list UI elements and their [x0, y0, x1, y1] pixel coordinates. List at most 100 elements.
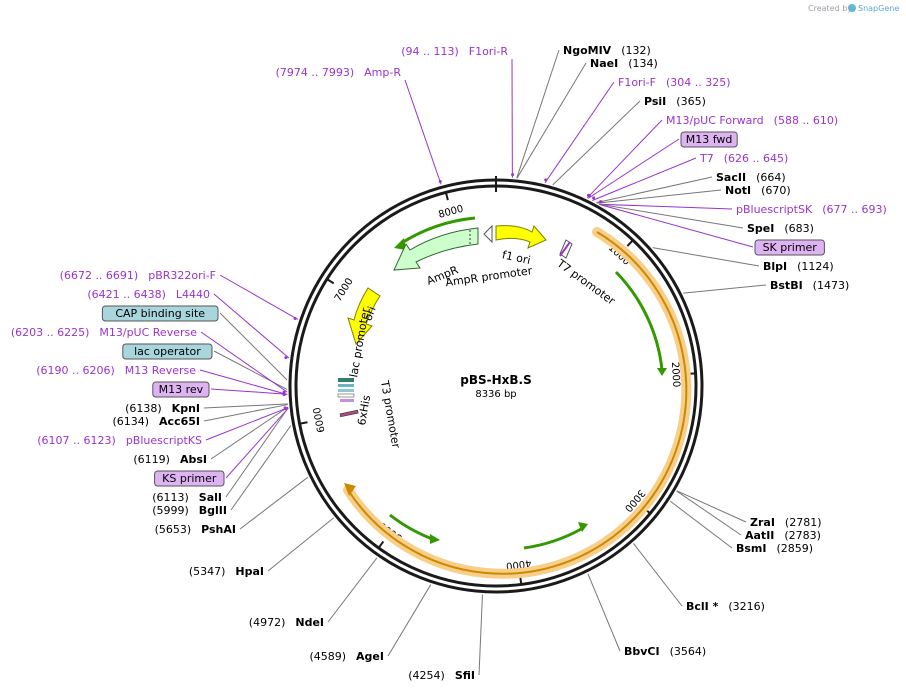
site-name: BstBI [770, 279, 803, 292]
watermark-prefix: Created by [808, 4, 852, 13]
site-position: (5999) [152, 504, 189, 517]
site-name: BclI * [686, 600, 719, 613]
site-label: (6672 .. 6691)pBR322ori-F [60, 269, 216, 282]
site-label: (6107 .. 6123) pBluescriptKS [37, 434, 202, 447]
site-name: PsiI [644, 95, 666, 108]
snapgene-watermark: Created by SnapGene [808, 4, 899, 13]
site-text: BsmI(2859) [736, 542, 813, 555]
leader-line [516, 62, 587, 179]
site-text: T7(626 .. 645) [699, 152, 788, 165]
site-position: (132) [621, 44, 651, 57]
site-name: L4440 [176, 288, 210, 301]
site-text: (6113)SalI [152, 491, 222, 504]
leader-line [633, 543, 683, 607]
leader-line [652, 247, 760, 267]
primer-site-mark [592, 196, 596, 200]
site-label: M13 rev [152, 381, 210, 398]
leader-line [327, 557, 378, 623]
site-label: ZraI(2781) [750, 516, 822, 529]
label-box [754, 239, 825, 256]
site-text: BstBI (1473) [770, 279, 849, 292]
ampr-promoter-feature [483, 224, 493, 244]
site-text: (5653)PshAI [155, 523, 236, 536]
site-label: (6134)Acc65I [112, 415, 200, 428]
site-name: pBluescriptKS [126, 434, 202, 447]
leader-line [599, 203, 733, 210]
site-label: BsmI(2859) [736, 542, 813, 555]
site-label: F1ori-F(304 .. 325) [618, 76, 731, 89]
leader-line [205, 407, 289, 441]
site-text: (6138)KpnI [125, 402, 200, 415]
site-text: (6190 .. 6206)M13 Reverse [36, 364, 196, 377]
label-box [680, 131, 738, 148]
site-label: lac operator [122, 343, 213, 360]
site-text: NgoMIV(132) [563, 44, 651, 57]
ampr-promoter-label: AmpR promoter [445, 264, 534, 289]
site-text: PsiI(365) [644, 95, 706, 108]
tick-label: 8000 [437, 204, 464, 221]
site-position: (6107 .. 6123) [37, 434, 116, 447]
site-name: SalI [199, 491, 222, 504]
site-label: CAP binding site [101, 305, 219, 322]
site-position: (6421 .. 6438) [87, 288, 166, 301]
site-label: T7(626 .. 645) [699, 152, 788, 165]
site-name: NaeI [590, 57, 618, 70]
direction-arrows [389, 216, 667, 550]
site-label: M13 fwd [680, 131, 738, 148]
tick-label: 6000 [312, 406, 328, 433]
site-label: M13/pUC Forward(588 .. 610) [666, 114, 838, 127]
site-name: Acc65I [159, 415, 200, 428]
label-box [154, 470, 225, 487]
site-label: BclI *(3216) [686, 600, 765, 613]
leader-line [676, 490, 747, 523]
site-text: (7974 .. 7993)Amp-R [276, 66, 402, 79]
site-name: SfiI [455, 669, 475, 682]
site-name: M13/pUC Reverse [99, 326, 197, 339]
site-text: NaeI (134) [590, 57, 658, 70]
label-box [101, 305, 219, 322]
site-position: (134) [628, 57, 658, 70]
site-label: (5653)PshAI [155, 523, 236, 536]
primer-site-mark [284, 356, 288, 360]
green-arrow-top [399, 216, 476, 246]
site-name: F1ori-R [469, 45, 509, 58]
leader-line [239, 476, 309, 530]
leader-line [203, 403, 288, 409]
site-name: CAP binding site [115, 307, 205, 320]
site-name: BglII [199, 504, 227, 517]
leader-line [478, 594, 483, 676]
site-position: (683) [784, 222, 814, 235]
watermark-brand: SnapGene [858, 4, 899, 13]
site-label: NgoMIV(132) [563, 44, 651, 57]
site-label: KS primer [154, 470, 225, 487]
site-text: (5999) BglII [152, 504, 227, 517]
tick-mark [299, 421, 308, 425]
site-label: (5347)HpaI [189, 565, 264, 578]
site-label: SacII(664) [716, 171, 786, 184]
leader-line [552, 100, 641, 186]
site-label: (6190 .. 6206)M13 Reverse [36, 364, 196, 377]
leader-line [267, 517, 335, 572]
leader-line [387, 584, 432, 657]
leader-line [683, 284, 767, 294]
site-text: ZraI(2781) [750, 516, 822, 529]
site-text: (6134)Acc65I [112, 415, 200, 428]
site-label: BstBI (1473) [770, 279, 849, 292]
site-name: SacII [716, 171, 746, 184]
t7-promoter-label: T7 promoter [554, 256, 618, 308]
tick-mark [626, 239, 634, 247]
site-name: lac operator [134, 345, 201, 358]
m13-rev-feature [340, 399, 354, 402]
site-text: BclI *(3216) [686, 600, 765, 613]
snapgene-logo-icon [848, 4, 856, 12]
site-name: NdeI [295, 616, 324, 629]
site-name: M13/pUC Forward [666, 114, 764, 127]
his-tag-feature [339, 409, 359, 418]
site-label: SpeI (683) [747, 222, 814, 235]
site-name: SpeI [747, 222, 774, 235]
site-name: NotI [725, 184, 751, 197]
site-position: (1473) [813, 279, 850, 292]
site-position: (4589) [309, 650, 346, 663]
tick-label: 7000 [333, 276, 356, 303]
